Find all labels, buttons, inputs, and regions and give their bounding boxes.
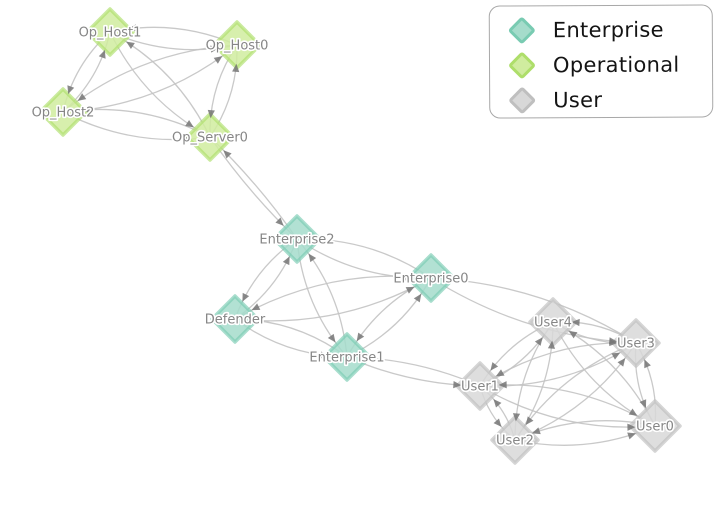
node-Op_Host2 <box>38 87 88 137</box>
arrowhead-icon <box>403 273 413 281</box>
arrows-layer <box>67 24 651 440</box>
edge-User1-User3 <box>479 342 637 387</box>
arrowhead-icon <box>327 333 336 343</box>
node-label-Defender: Defender <box>205 313 266 328</box>
arrowhead-icon <box>251 303 261 311</box>
arrowhead-icon <box>282 256 290 266</box>
node-label-User0: User0 <box>636 420 674 435</box>
arrowhead-icon <box>608 337 618 345</box>
arrowhead-icon <box>232 63 240 73</box>
arrowhead-icon <box>571 318 580 327</box>
labels-layer: Op_Host1Op_Host0Op_Host2Op_Server0Enterp… <box>30 24 676 450</box>
arrowhead-icon <box>185 120 194 128</box>
legend-item-user: User <box>508 83 712 117</box>
arrowhead-icon <box>611 352 621 360</box>
user-diamond-icon <box>508 85 537 115</box>
arrowhead-icon <box>365 354 374 362</box>
node-Op_Host1 <box>85 7 135 57</box>
edge-Enterprise2-Op_Server0 <box>209 136 298 240</box>
operational-diamond-icon <box>507 51 537 80</box>
node-User0 <box>628 399 682 453</box>
enterprise-diamond-icon <box>507 16 536 45</box>
edge-Op_Server0-Op_Host1 <box>109 31 211 138</box>
arrowhead-icon <box>547 340 556 349</box>
arrowhead-icon <box>534 337 543 346</box>
arrowhead-icon <box>498 381 507 389</box>
edge-Op_Server0-Enterprise2 <box>209 136 298 240</box>
node-User3 <box>611 318 661 368</box>
arrowhead-icon <box>308 253 317 263</box>
node-label-User3: User3 <box>617 337 655 352</box>
arrowhead-icon <box>253 317 262 325</box>
edge-Enterprise0-User3 <box>430 277 637 344</box>
node-User2 <box>490 415 540 465</box>
arrowhead-icon <box>413 293 422 303</box>
node-label-User4: User4 <box>534 316 572 331</box>
arrowhead-icon <box>644 359 651 369</box>
edge-User3-Enterprise0 <box>430 277 637 344</box>
node-label-Enterprise1: Enterprise1 <box>309 351 384 366</box>
legend-label-user: User <box>553 87 603 112</box>
arrowhead-icon <box>223 150 232 159</box>
arrowhead-icon <box>183 135 192 144</box>
arrowhead-icon <box>532 427 541 435</box>
node-Enterprise0 <box>406 253 456 303</box>
arrowhead-icon <box>356 332 365 342</box>
arrowhead-icon <box>495 369 505 377</box>
arrowhead-icon <box>67 85 75 95</box>
edge-User3-User1 <box>479 342 637 387</box>
node-label-Op_Host2: Op_Host2 <box>32 106 95 121</box>
arrowhead-icon <box>627 432 636 440</box>
arrowhead-icon <box>213 56 223 64</box>
node-label-User2: User2 <box>496 434 534 449</box>
arrowhead-icon <box>627 423 636 431</box>
legend-item-operational: Operational <box>507 48 712 82</box>
arrowhead-icon <box>242 292 250 302</box>
node-Enterprise1 <box>322 332 372 382</box>
arrowhead-icon <box>568 331 578 339</box>
arrowhead-icon <box>207 109 215 119</box>
node-Enterprise2 <box>272 214 322 264</box>
arrowhead-icon <box>639 399 647 408</box>
arrowhead-icon <box>275 217 284 226</box>
legend-label-operational: Operational <box>552 52 680 78</box>
legend-item-enterprise: Enterprise <box>507 13 712 47</box>
arrowhead-icon <box>512 413 521 422</box>
arrowhead-icon <box>320 351 329 359</box>
arrowhead-icon <box>525 416 534 425</box>
arrowhead-icon <box>490 362 499 371</box>
arrowhead-icon <box>210 45 219 53</box>
node-User1 <box>455 361 505 411</box>
arrowhead-icon <box>493 399 502 408</box>
arrowhead-icon <box>493 418 502 427</box>
node-label-Enterprise0: Enterprise0 <box>393 272 468 287</box>
legend: Enterprise Operational User <box>488 4 714 119</box>
arrowhead-icon <box>315 236 325 244</box>
legend-label-enterprise: Enterprise <box>552 17 664 43</box>
nodes-layer <box>38 7 682 465</box>
node-label-Op_Server0: Op_Server0 <box>172 131 248 146</box>
edge-Op_Host1-Op_Server0 <box>109 31 211 138</box>
arrowhead-icon <box>628 408 638 416</box>
arrowhead-icon <box>126 41 135 49</box>
node-label-Op_Host1: Op_Host1 <box>79 26 142 41</box>
arrowhead-icon <box>128 24 137 32</box>
node-label-Enterprise2: Enterprise2 <box>259 233 334 248</box>
arrowhead-icon <box>405 286 415 294</box>
node-label-User1: User1 <box>461 380 499 395</box>
arrowhead-icon <box>77 93 87 101</box>
node-Op_Server0 <box>185 112 235 162</box>
arrowhead-icon <box>81 105 90 114</box>
arrowhead-icon <box>453 381 462 389</box>
edge-User1-User0 <box>479 385 656 428</box>
edge-User0-User1 <box>479 384 656 427</box>
arrowhead-icon <box>98 49 106 59</box>
arrowhead-icon <box>617 358 626 367</box>
node-label-Op_Host0: Op_Host0 <box>206 39 269 54</box>
node-Defender <box>210 294 260 344</box>
arrowhead-icon <box>449 276 459 284</box>
